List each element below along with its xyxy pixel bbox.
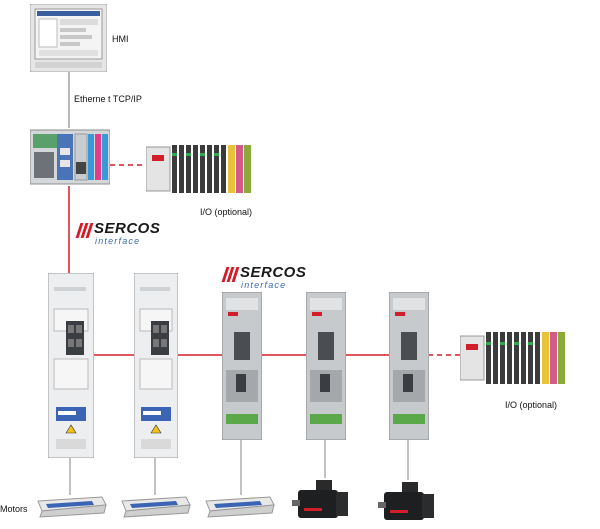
linear-motor-1 (32, 495, 108, 519)
linear-motor-1-illustration (37, 496, 107, 518)
drive-4 (305, 291, 347, 441)
io-module-top (145, 143, 253, 195)
drive-4-illustration (305, 291, 347, 441)
drive-2-illustration (133, 272, 179, 459)
servo-motor-1 (290, 478, 352, 522)
sercos-stripes-2 (221, 267, 240, 287)
servo-motor-1-illustration (292, 480, 348, 518)
servo-motor-2 (376, 480, 438, 524)
drive-1-illustration (47, 272, 95, 459)
linear-motor-2-illustration (121, 496, 191, 518)
sercos-word-2: SERCOS (240, 264, 307, 281)
sercos-logo-2: SERCOS interface (221, 264, 307, 292)
sercos-word-1: SERCOS (94, 220, 161, 237)
controller-unit (29, 128, 111, 186)
drive-5 (388, 291, 430, 441)
sercos-logo-1: SERCOS interface (75, 220, 161, 248)
drive-3 (221, 291, 263, 441)
hmi-illustration (29, 3, 108, 73)
network-label: Etherne t TCP/IP (74, 94, 142, 104)
drive-5-illustration (388, 291, 430, 441)
linear-motor-3-illustration (205, 496, 275, 518)
sercos-sub-2: interface (241, 280, 287, 290)
linear-motor-2 (116, 495, 192, 519)
io-top-label: I/O (optional) (200, 207, 253, 217)
sercos-stripes-1 (75, 223, 94, 243)
hmi-panel (29, 3, 108, 73)
motors-label: Motors (0, 504, 28, 514)
sercos-sub-1: interface (95, 236, 141, 246)
servo-motor-2-illustration (378, 482, 434, 520)
io-top-illustration (145, 145, 251, 193)
drive-2 (133, 272, 179, 459)
io-module-right (459, 330, 570, 386)
linear-motor-3 (200, 495, 276, 519)
hmi-label: HMI (112, 34, 129, 44)
io-right-illustration (459, 332, 565, 384)
controller-illustration (29, 129, 111, 185)
io-right-label: I/O (optional) (505, 400, 558, 410)
drive-1 (47, 272, 95, 459)
drive-3-illustration (221, 291, 263, 441)
